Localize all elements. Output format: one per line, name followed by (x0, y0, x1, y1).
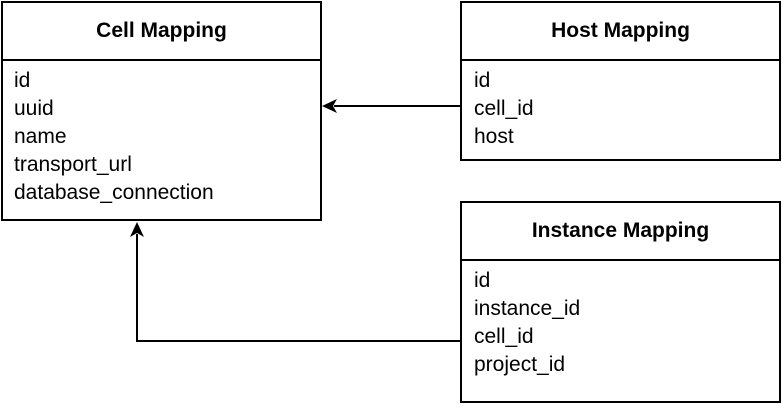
field-host: host (474, 125, 514, 148)
cell-mapping-table: Cell Mapping id uuid name transport_url … (1, 1, 322, 221)
instance-to-cell-arrow (130, 222, 460, 342)
instance-mapping-fields: id instance_id cell_id project_id (462, 261, 779, 379)
field-cell-id: cell_id (474, 97, 534, 120)
field-transport-url: transport_url (14, 153, 132, 176)
host-to-cell-arrow (322, 99, 460, 113)
host-mapping-title: Host Mapping (462, 3, 779, 61)
host-mapping-fields: id cell_id host (462, 61, 779, 151)
field-instance-id: instance_id (474, 297, 581, 320)
instance-mapping-title: Instance Mapping (462, 203, 779, 261)
field-id: id (14, 69, 31, 92)
arrowhead-icon (130, 222, 144, 237)
field-uuid: uuid (14, 97, 54, 120)
cell-mapping-title: Cell Mapping (3, 3, 320, 61)
field-cell-id: cell_id (474, 325, 534, 348)
instance-mapping-table: Instance Mapping id instance_id cell_id … (460, 201, 781, 403)
field-project-id: project_id (474, 353, 566, 376)
arrowhead-icon (322, 99, 337, 113)
host-mapping-table: Host Mapping id cell_id host (460, 1, 781, 161)
field-database-connection: database_connection (14, 181, 214, 204)
field-id: id (474, 69, 491, 92)
cell-mapping-fields: id uuid name transport_url database_conn… (3, 61, 320, 207)
field-id: id (474, 269, 491, 292)
field-name: name (14, 125, 67, 148)
